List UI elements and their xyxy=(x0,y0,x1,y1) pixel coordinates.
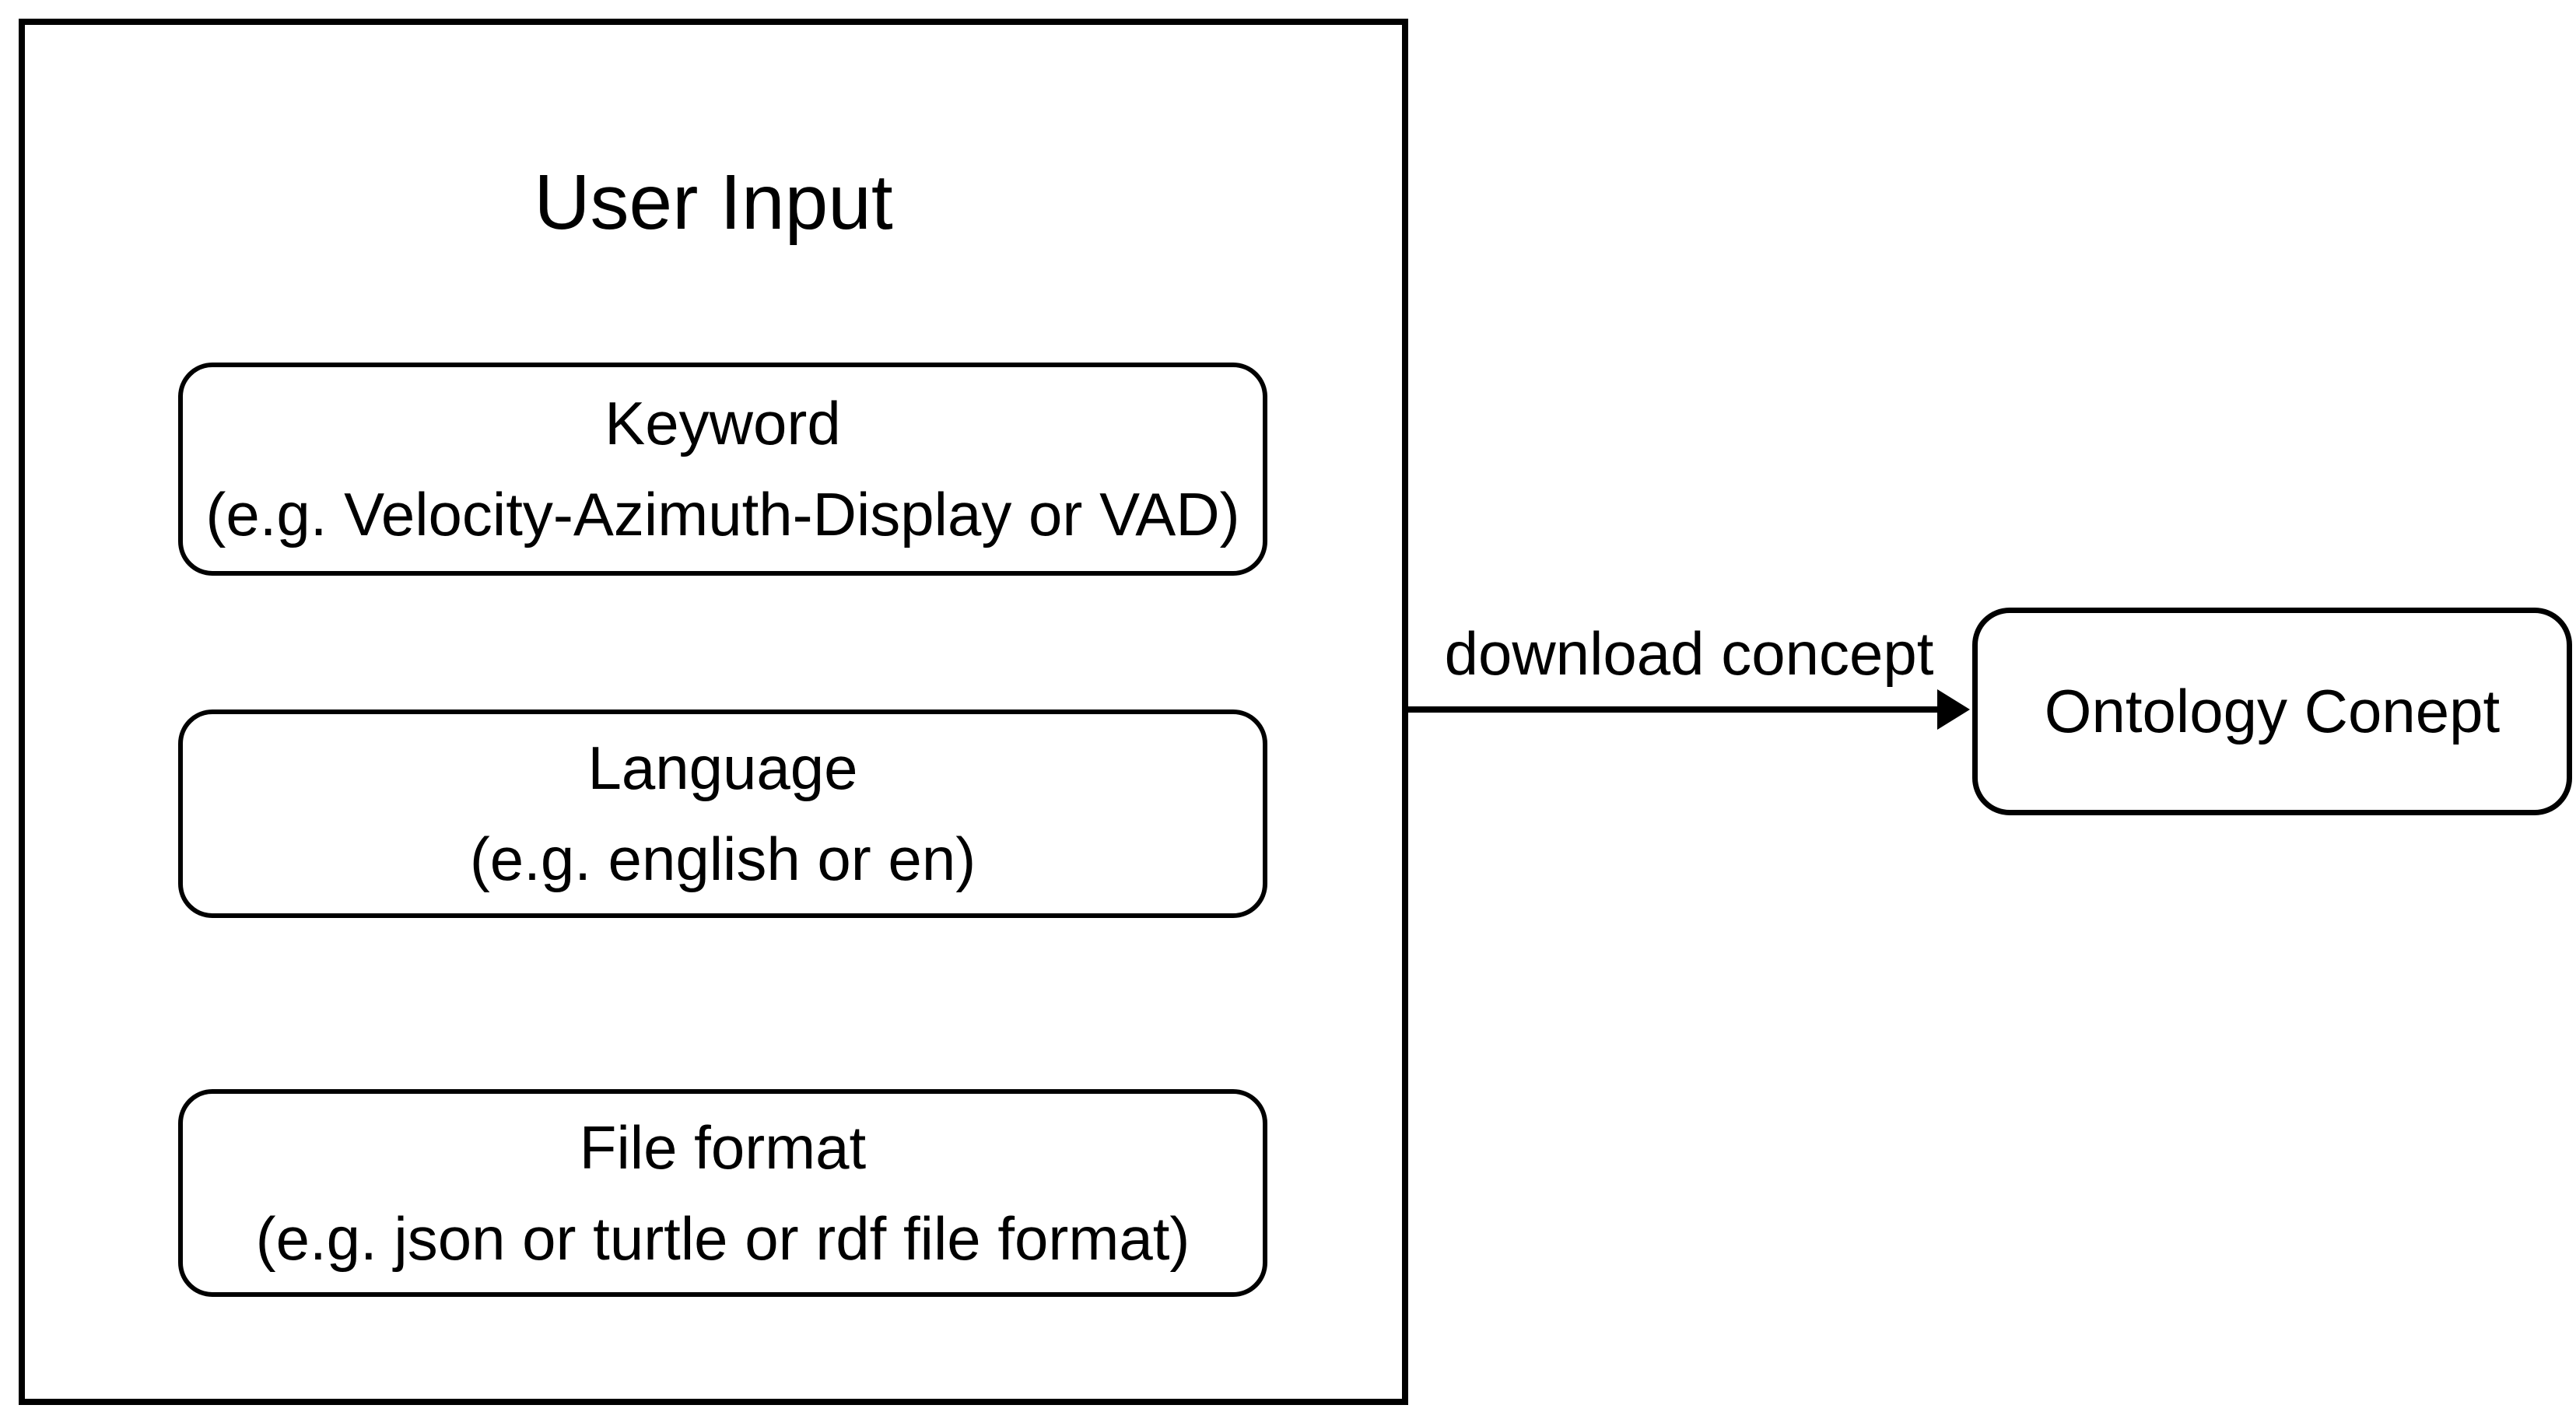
download-concept-edge-label: download concept xyxy=(1444,619,1934,688)
keyword-node-example: (e.g. Velocity-Azimuth-Display or VAD) xyxy=(205,480,1240,548)
keyword-node-title: Keyword xyxy=(605,389,841,457)
ontology-concept-node: Ontology Conept xyxy=(1972,608,2572,815)
language-node-title: Language xyxy=(587,734,858,802)
file-format-node-title: File format xyxy=(579,1112,867,1182)
file-format-node-example: (e.g. json or turtle or rdf file format) xyxy=(255,1204,1190,1273)
language-node: Language (e.g. english or en) xyxy=(178,709,1267,918)
download-concept-edge-line xyxy=(1408,706,1940,713)
user-input-panel-title: User Input xyxy=(534,159,893,246)
language-node-example: (e.g. english or en) xyxy=(469,825,976,893)
file-format-node: File format (e.g. json or turtle or rdf … xyxy=(178,1089,1267,1297)
keyword-node: Keyword (e.g. Velocity-Azimuth-Display o… xyxy=(178,363,1267,576)
arrowhead-right-icon xyxy=(1937,689,1970,730)
ontology-concept-label: Ontology Conept xyxy=(2044,676,2501,745)
